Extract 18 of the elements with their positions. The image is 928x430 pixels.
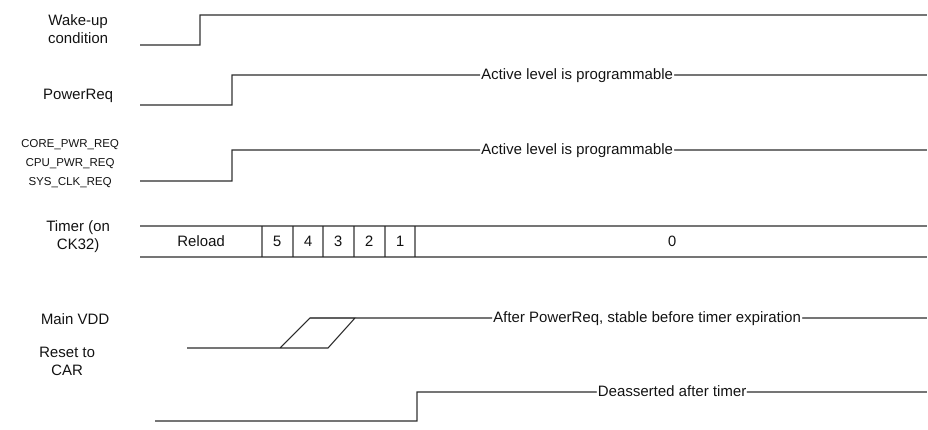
timer-value: 1 [396,233,404,251]
waveform-annotation: Active level is programmable [480,66,674,84]
signal-name: SYS_CLK_REQ [27,176,113,190]
timer-value: 3 [334,233,342,251]
timer-value: 4 [304,233,312,251]
timer-value: 2 [364,233,374,251]
signal-name: CPU_PWR_REQ [24,157,116,171]
signal-name: Timer (on CK32) [45,218,111,254]
signal-name: Reset to CAR [38,344,96,380]
signal-name: CORE_PWR_REQ [20,138,120,152]
signal-name: PowerReq [42,86,114,104]
timer-value: 0 [668,233,676,251]
waveform-annotation: After PowerReq, stable before timer expiration [492,309,802,327]
waveform-annotation: Active level is programmable [480,141,674,159]
timer-value: Reload [177,233,225,251]
signal-name: Main VDD [40,311,110,329]
timer-value: 5 [272,233,282,251]
signal-name: Wake-up condition [46,12,110,48]
